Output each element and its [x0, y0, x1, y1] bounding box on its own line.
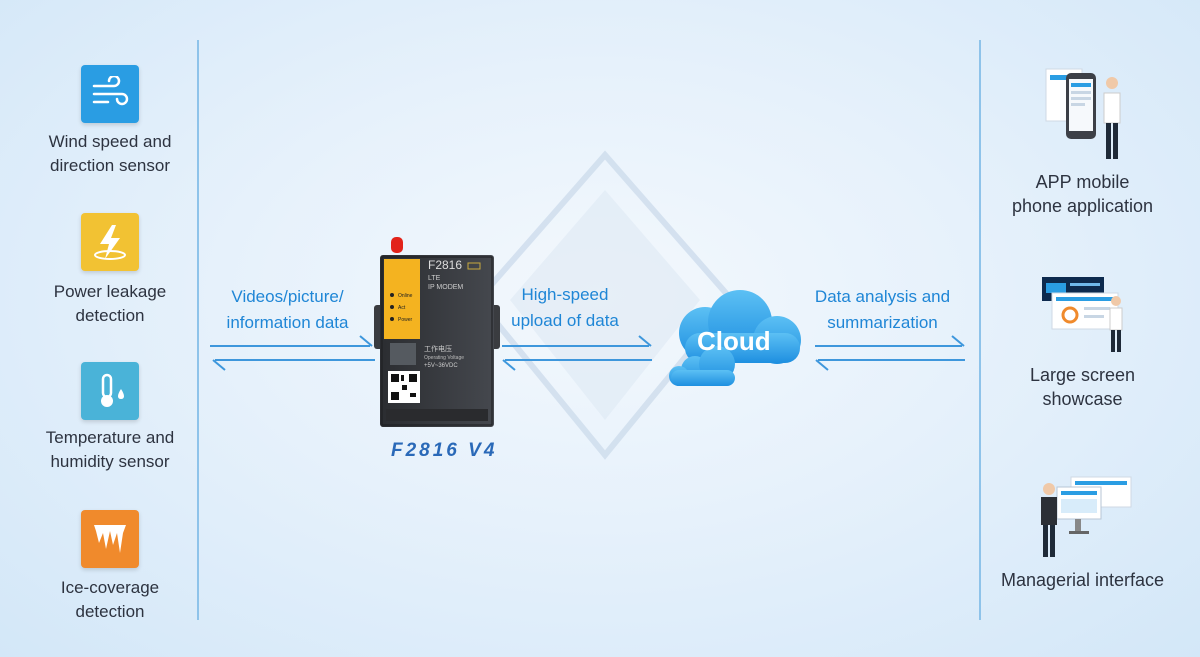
mobile-app-illustration: [1045, 68, 1121, 159]
right-divider: [979, 40, 981, 620]
flow-label-left: Videos/picture/information data: [226, 287, 349, 332]
antenna-icon: [391, 237, 403, 253]
device-type-line2: IP MODEM: [428, 284, 463, 291]
lightning-icon: [94, 225, 126, 260]
sensor-tile-temperature: [81, 362, 139, 420]
large-screen-illustration: [1042, 277, 1123, 352]
voltage-label-text: Operating Voltage: [424, 355, 464, 361]
led-act-label: Act: [398, 305, 406, 311]
voltage-value-text: +5V~36VDC: [424, 363, 458, 369]
led-online-label: Online: [398, 293, 413, 299]
sensor-tile-ice: [81, 510, 139, 568]
cloud-label: Cloud: [697, 326, 771, 356]
sensor-tile-wind: [81, 65, 139, 123]
watermark-logo: [474, 150, 736, 460]
device-caption: F2816 V4: [391, 440, 498, 461]
cloud-icon: [669, 290, 801, 386]
device-model-text: F2816: [428, 258, 462, 272]
managerial-interface-illustration: [1041, 476, 1132, 557]
thermometer-icon: [101, 373, 124, 407]
modem-device: F2816 LTE IP MODEM Online Act Power 工作电压…: [374, 237, 500, 427]
left-divider: [197, 40, 199, 620]
output-label-managerial: Managerial interface: [1000, 570, 1165, 590]
device-type-line1: LTE: [428, 275, 441, 282]
arrow-right-pair: [815, 335, 965, 371]
voltage-cn-text: 工作电压: [424, 344, 452, 353]
led-power-label: Power: [398, 317, 413, 323]
wind-icon: [92, 76, 129, 106]
icicle-icon: [94, 525, 126, 553]
sensor-tile-power: [81, 213, 139, 271]
arrow-left-pair: [210, 335, 375, 371]
arrow-middle-pair: [502, 335, 652, 371]
